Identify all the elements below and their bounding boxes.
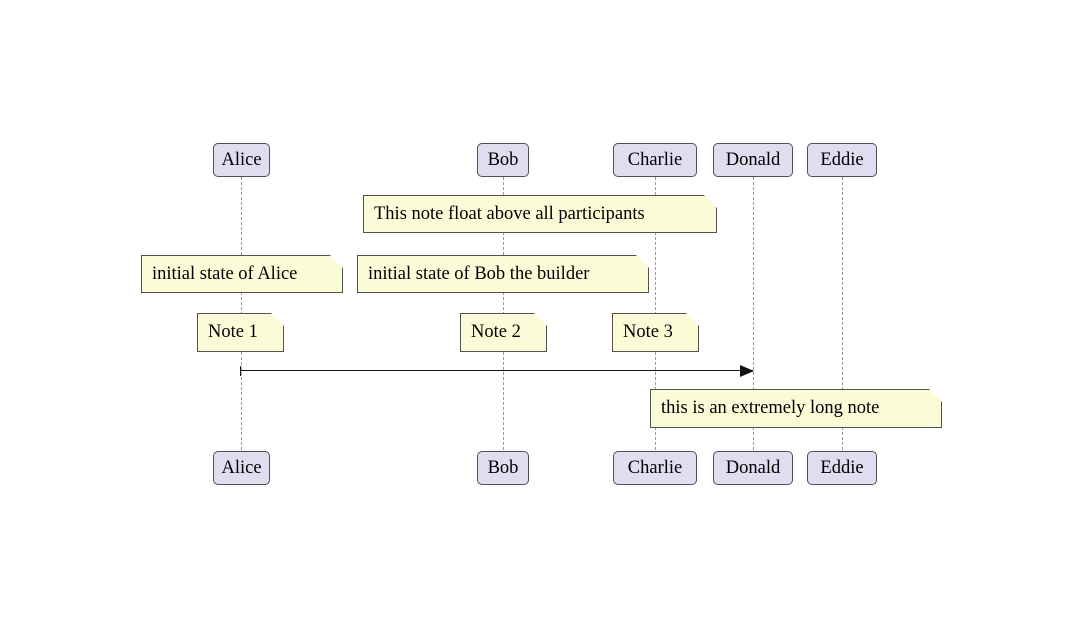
participant-top-donald[interactable]: Donald	[713, 143, 793, 177]
note-2[interactable]: Note 2	[460, 313, 547, 352]
participant-top-eddie[interactable]: Eddie	[807, 143, 877, 177]
note-initial-state-bob[interactable]: initial state of Bob the builder	[357, 255, 649, 293]
participant-top-alice[interactable]: Alice	[213, 143, 270, 177]
note-fold-corner-icon	[928, 390, 941, 403]
participant-label: Charlie	[627, 149, 683, 170]
participant-label: Charlie	[627, 457, 683, 478]
participant-bottom-charlie[interactable]: Charlie	[613, 451, 697, 485]
participant-label: Eddie	[820, 149, 864, 170]
participant-label: Alice	[221, 149, 262, 170]
lifeline-donald	[753, 177, 754, 450]
participant-top-bob[interactable]: Bob	[477, 143, 529, 177]
message-alice-to-donald[interactable]	[240, 364, 754, 377]
participant-bottom-alice[interactable]: Alice	[213, 451, 270, 485]
note-fold-corner-icon	[685, 314, 698, 327]
participant-label: Donald	[725, 149, 781, 170]
participant-bottom-donald[interactable]: Donald	[713, 451, 793, 485]
note-text: Note 3	[623, 322, 673, 343]
note-fold-corner-icon	[533, 314, 546, 327]
note-fold-corner-icon	[635, 256, 648, 269]
note-text: Note 1	[208, 322, 258, 343]
participant-top-charlie[interactable]: Charlie	[613, 143, 697, 177]
note-text: initial state of Bob the builder	[368, 263, 590, 284]
arrow-head-icon	[740, 364, 754, 377]
note-3[interactable]: Note 3	[612, 313, 699, 352]
participant-label: Eddie	[820, 457, 864, 478]
note-fold-corner-icon	[270, 314, 283, 327]
note-fold-corner-icon	[703, 196, 716, 209]
participant-label: Bob	[487, 457, 519, 478]
participant-bottom-eddie[interactable]: Eddie	[807, 451, 877, 485]
note-text: Note 2	[471, 322, 521, 343]
note-text: initial state of Alice	[152, 263, 298, 284]
message-tail	[240, 366, 241, 376]
lifeline-eddie	[842, 177, 843, 450]
note-text: This note float above all participants	[374, 203, 645, 224]
note-1[interactable]: Note 1	[197, 313, 284, 352]
participant-label: Bob	[487, 149, 519, 170]
note-text: this is an extremely long note	[661, 398, 880, 419]
note-extremely-long[interactable]: this is an extremely long note	[650, 389, 942, 428]
participant-label: Alice	[221, 457, 262, 478]
note-initial-state-alice[interactable]: initial state of Alice	[141, 255, 343, 293]
participant-bottom-bob[interactable]: Bob	[477, 451, 529, 485]
note-float-above-all[interactable]: This note float above all participants	[363, 195, 717, 233]
note-fold-corner-icon	[329, 256, 342, 269]
participant-label: Donald	[725, 457, 781, 478]
